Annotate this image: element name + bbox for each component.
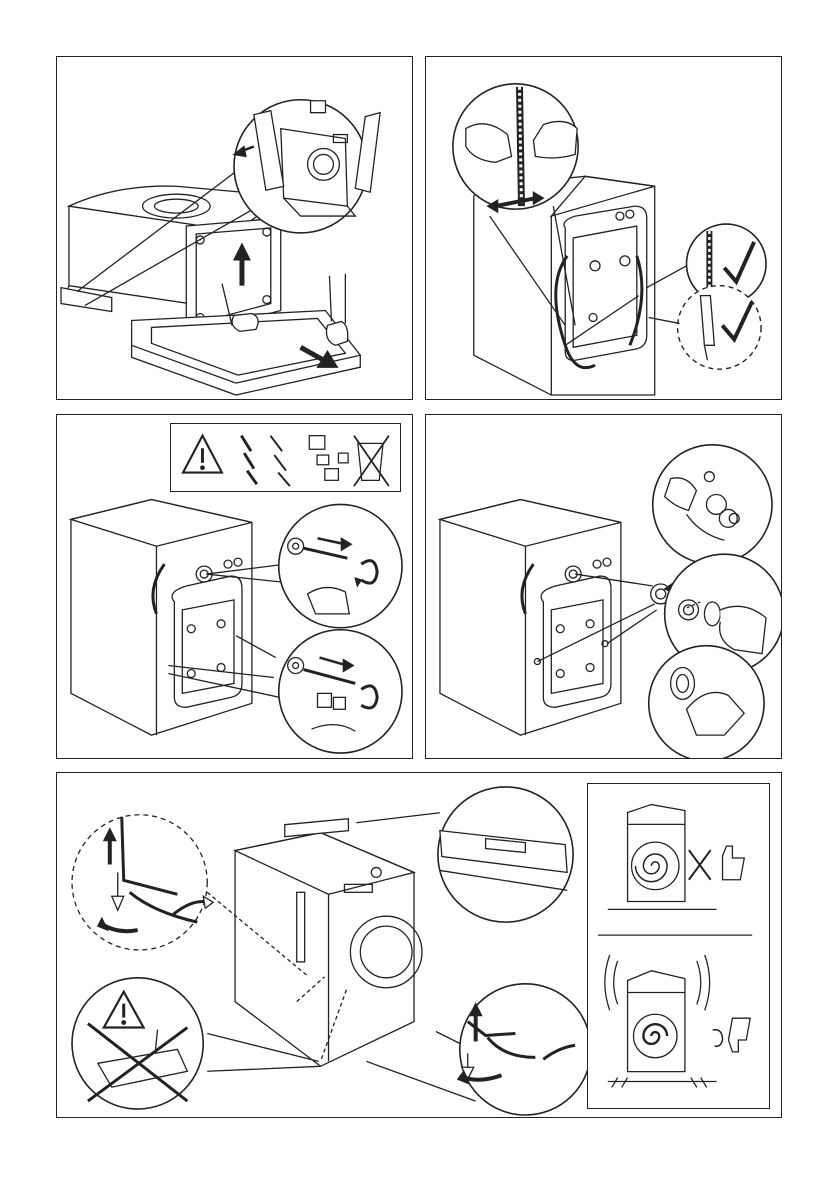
panel-level-appliance (56, 772, 782, 1118)
panel-insert-plastic-caps (425, 414, 782, 759)
panel-remove-transit-bolts (56, 414, 413, 759)
panel-remove-base-packaging (56, 56, 413, 400)
illustration-hose-support (426, 57, 781, 399)
thumbs-down-icon (728, 1018, 750, 1052)
ear-icon (713, 1030, 723, 1047)
panel-hose-support (425, 56, 782, 400)
cross-icon (689, 850, 711, 880)
balance-comparison-box (587, 783, 770, 1109)
thumbs-up-icon (723, 846, 745, 880)
illustration-remove-base (57, 57, 412, 399)
illustration-transit-bolts (57, 415, 412, 758)
illustration-plastic-caps (426, 415, 781, 758)
balance-comparison-illustration (588, 784, 769, 1108)
